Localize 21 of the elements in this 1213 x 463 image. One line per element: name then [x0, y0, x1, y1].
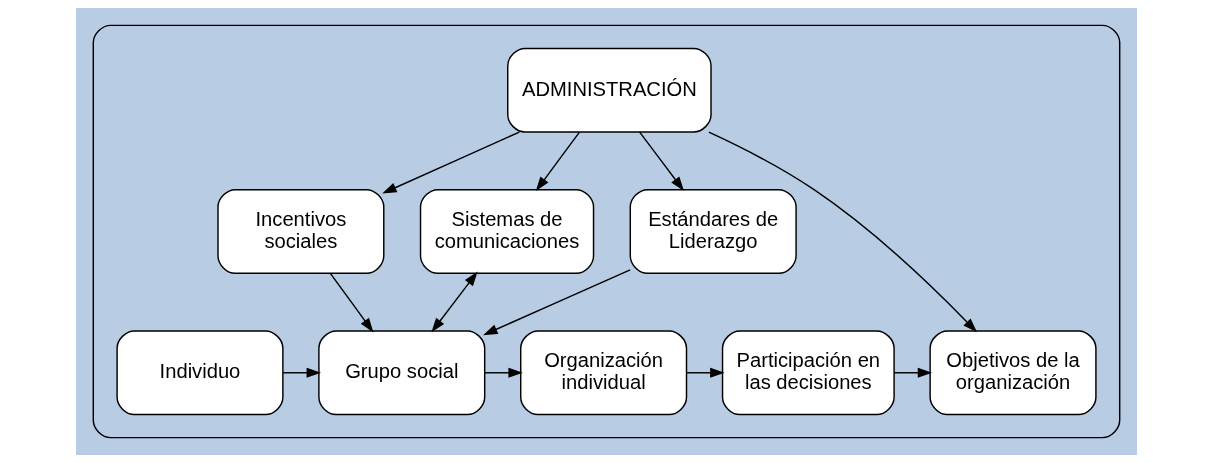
arrow — [686, 367, 725, 378]
node-box: Objetivos de la organización — [929, 330, 1097, 416]
arrow — [535, 131, 581, 192]
arrow — [382, 131, 521, 194]
node-box: Estándares de Liderazgo — [629, 188, 797, 275]
node-box: Participación en las decisiones — [721, 330, 895, 416]
arrow — [431, 271, 478, 333]
arrow — [708, 131, 978, 333]
node-box: Organización individual — [520, 330, 688, 416]
node-box: Sistemas de comunicaciones — [419, 188, 595, 275]
arrow — [282, 367, 321, 378]
arrow — [638, 131, 684, 192]
node-box: Individuo — [116, 330, 284, 416]
arrow — [329, 272, 374, 333]
node-box: Grupo social — [318, 330, 486, 416]
node-box: ADMINISTRACIÓN — [507, 47, 712, 133]
cluster — [92, 24, 1121, 439]
arrow — [893, 367, 933, 378]
arrow — [483, 269, 631, 336]
arrow — [484, 367, 523, 378]
node-box: Incentivos sociales — [217, 188, 385, 275]
